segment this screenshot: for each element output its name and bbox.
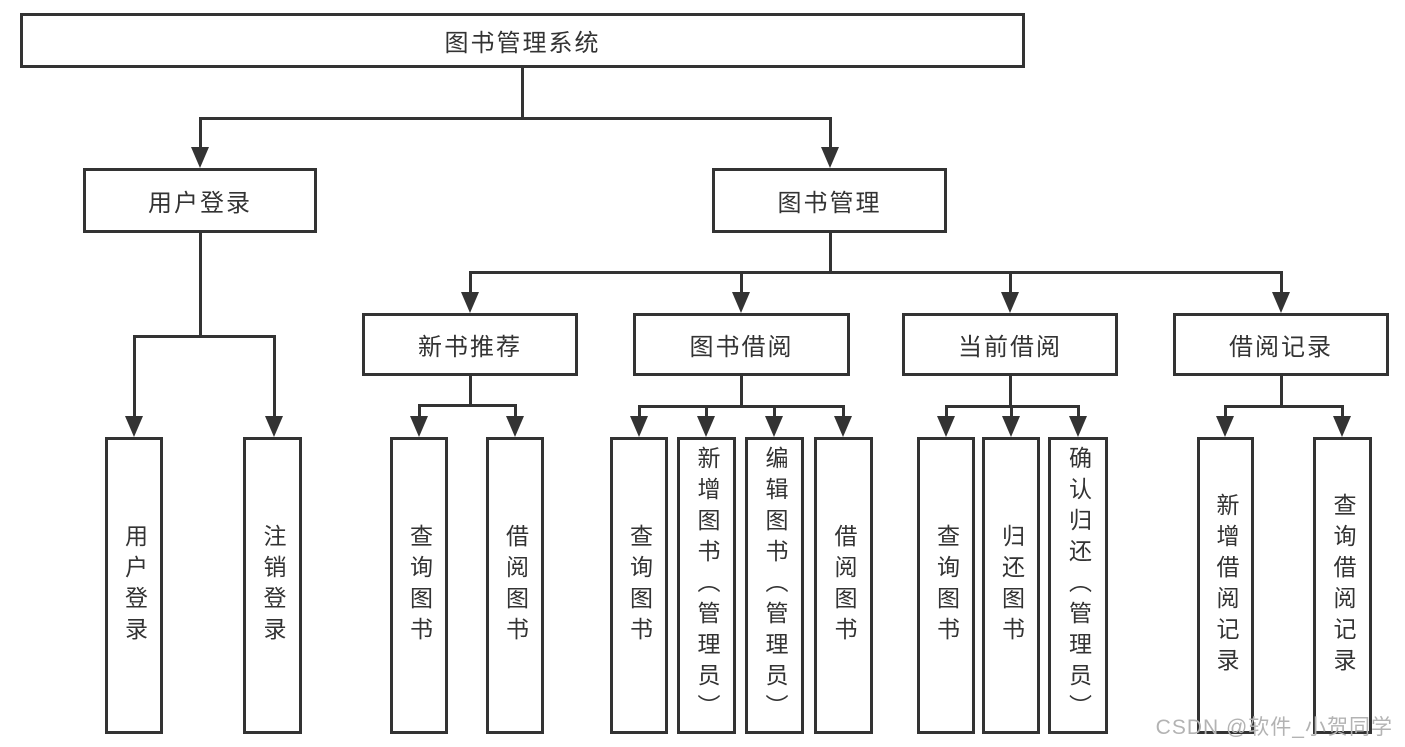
connector-line [1009,406,1013,421]
connector-line [272,336,276,421]
connector-line [198,118,202,152]
node-label-book-borrow: 图书借阅 [689,334,794,361]
arrowhead-down-icon [191,147,209,168]
arrowhead-down-icon [765,416,783,437]
connector-line [828,118,832,152]
node-label-leaf-return-book: 归还图书 [998,523,1025,648]
arrowhead-down-icon [265,416,283,437]
node-leaf-confirm-return: 确认归还（管理员） [1048,437,1108,734]
node-label-leaf-user-login: 用户登录 [121,523,148,648]
connector-line [772,406,776,421]
node-leaf-borrow-book-1: 借阅图书 [486,437,544,734]
connector-line [739,376,743,406]
node-borrow-record: 借阅记录 [1173,313,1389,376]
node-label-root: 图书管理系统 [444,30,601,57]
connector-line [513,405,517,421]
arrowhead-down-icon [821,147,839,168]
node-label-leaf-query-book-3: 查询图书 [933,523,960,648]
csdn-watermark: CSDN @软件_小贺同学 [1155,716,1393,739]
arrowhead-down-icon [1001,292,1019,313]
node-current-borrow: 当前借阅 [902,313,1118,376]
arrowhead-down-icon [1216,416,1234,437]
connector-line [1340,406,1344,421]
node-label-leaf-borrow-book-1: 借阅图书 [502,523,529,648]
arrowhead-down-icon [1069,416,1087,437]
connector-line [1076,406,1080,421]
connector-line [704,406,708,421]
arrowhead-down-icon [937,416,955,437]
arrowhead-down-icon [1272,292,1290,313]
node-leaf-query-book-2: 查询图书 [610,437,668,734]
connector-line [468,272,472,297]
arrowhead-down-icon [461,292,479,313]
arrowhead-down-icon [506,416,524,437]
arrowhead-down-icon [125,416,143,437]
node-label-leaf-logout: 注销登录 [260,523,286,648]
connector-line [637,406,641,421]
connector-line [468,376,472,405]
connector-line [198,233,202,336]
connector-line [1008,376,1012,406]
arrowhead-down-icon [410,416,428,437]
node-label-leaf-add-book: 新增图书（管理员） [694,446,720,725]
connector-line [132,336,136,421]
node-leaf-query-record: 查询借阅记录 [1313,437,1372,734]
arrowhead-down-icon [697,416,715,437]
node-leaf-add-book: 新增图书（管理员） [677,437,736,734]
node-label-leaf-query-book-1: 查询图书 [406,523,433,648]
node-label-leaf-borrow-book-2: 借阅图书 [831,523,857,648]
connector-line [1279,272,1283,297]
connector-line [739,272,743,297]
connector-line [1223,404,1344,408]
node-book-borrow: 图书借阅 [633,313,850,376]
arrowhead-down-icon [1002,416,1020,437]
connector-line [468,270,1283,274]
node-label-leaf-confirm-return: 确认归还（管理员） [1065,446,1092,725]
arrowhead-down-icon [834,416,852,437]
node-user-login: 用户登录 [83,168,317,233]
node-label-book-mgmt: 图书管理 [777,190,882,217]
node-new-book-rec: 新书推荐 [362,313,578,376]
node-book-mgmt: 图书管理 [712,168,947,233]
node-label-user-login: 用户登录 [148,190,252,217]
connector-line [1223,406,1227,421]
node-label-leaf-query-record: 查询借阅记录 [1330,492,1356,679]
node-leaf-query-book-3: 查询图书 [917,437,975,734]
node-leaf-query-book-1: 查询图书 [390,437,448,734]
node-root: 图书管理系统 [20,13,1025,68]
node-leaf-add-record: 新增借阅记录 [1197,437,1254,734]
connector-line [132,334,276,338]
arrowhead-down-icon [630,416,648,437]
connector-line [198,116,832,120]
connector-line [944,406,948,421]
connector-line [1008,272,1012,297]
node-leaf-borrow-book-2: 借阅图书 [814,437,873,734]
connector-line [520,68,524,118]
connector-line [841,406,845,421]
node-label-borrow-record: 借阅记录 [1229,334,1333,361]
connector-line [828,233,832,272]
node-label-new-book-rec: 新书推荐 [418,334,522,361]
node-leaf-edit-book: 编辑图书（管理员） [745,437,804,734]
node-label-leaf-query-book-2: 查询图书 [626,523,653,648]
node-label-leaf-add-record: 新增借阅记录 [1213,492,1239,679]
node-leaf-return-book: 归还图书 [982,437,1040,734]
connector-line [417,403,517,407]
arrowhead-down-icon [732,292,750,313]
node-label-current-borrow: 当前借阅 [958,334,1062,361]
connector-line [1279,376,1283,406]
connector-line [637,404,845,408]
node-leaf-logout: 注销登录 [243,437,302,734]
arrowhead-down-icon [1333,416,1351,437]
node-leaf-user-login: 用户登录 [105,437,163,734]
node-label-leaf-edit-book: 编辑图书（管理员） [762,446,788,725]
connector-line [417,405,421,421]
